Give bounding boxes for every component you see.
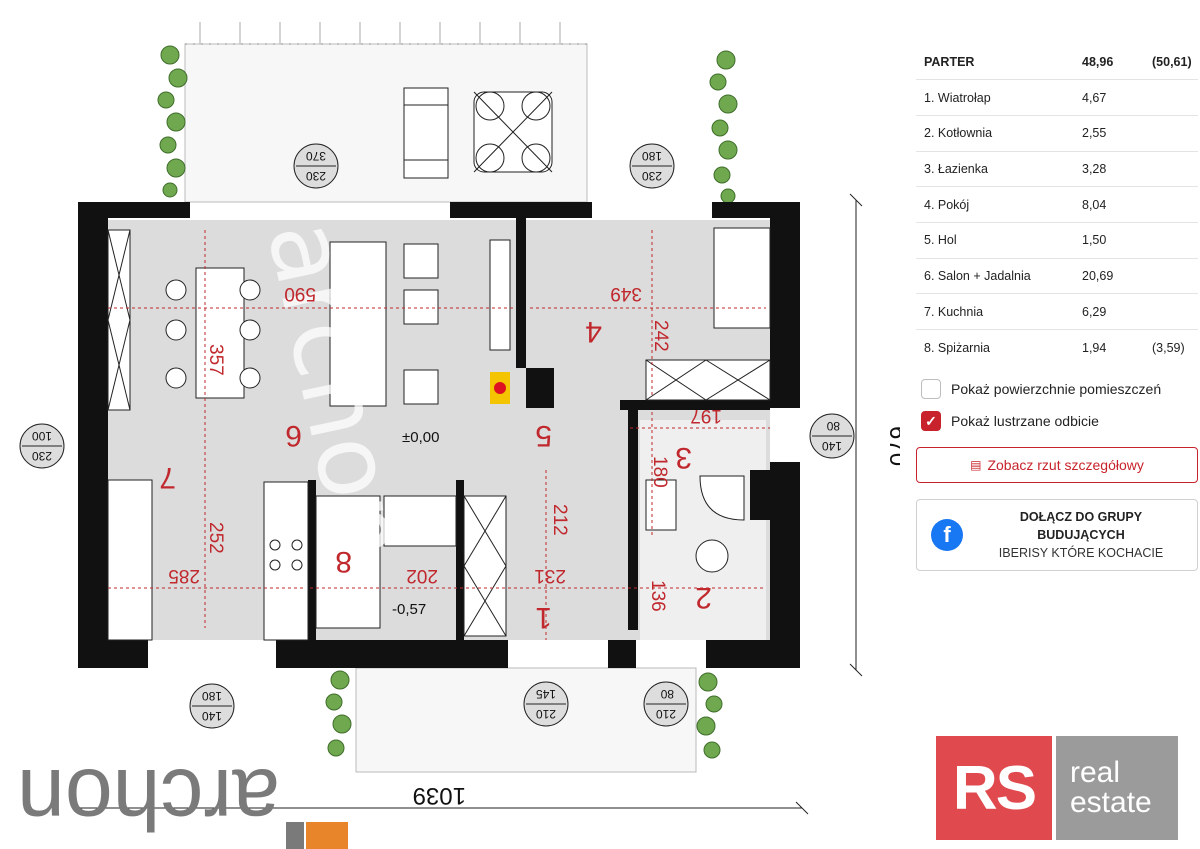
table-row: 3. Łazienka 3,28 bbox=[916, 151, 1198, 187]
mirror-label: Pokaż lustrzane odbicie bbox=[951, 413, 1099, 430]
mirror-checkbox[interactable]: ✓ bbox=[921, 411, 941, 432]
dim-197: 197 bbox=[690, 405, 722, 426]
rs-real-estate-logo: RS real estate bbox=[936, 736, 1178, 840]
rs-logo-text: real estate bbox=[1056, 736, 1178, 840]
terrace bbox=[184, 22, 588, 203]
svg-text:80: 80 bbox=[826, 419, 840, 433]
dim-180: 180 bbox=[649, 456, 670, 488]
room-4: 4 bbox=[585, 315, 602, 348]
overall-dimension-lines bbox=[73, 193, 863, 815]
dim-242: 242 bbox=[650, 320, 671, 352]
mirror-option[interactable]: ✓ Pokaż lustrzane odbicie bbox=[916, 411, 1198, 432]
check-icon: ✓ bbox=[925, 412, 937, 429]
walls bbox=[78, 202, 800, 668]
dim-590: 590 bbox=[284, 283, 316, 304]
svg-text:140: 140 bbox=[822, 439, 842, 453]
opening-tag-180-140: 180 140 bbox=[189, 683, 235, 729]
plan-icon: ▤ bbox=[970, 458, 982, 473]
svg-text:180: 180 bbox=[202, 689, 222, 703]
detailed-plan-label: Zobacz rzut szczegółowy bbox=[987, 457, 1144, 474]
show-areas-option[interactable]: Pokaż powierzchnie pomieszczeń bbox=[916, 379, 1198, 400]
entrance-terrace bbox=[355, 667, 697, 773]
table-row: 8. Spiżarnia 1,94 (3,59) bbox=[924, 340, 1185, 355]
svg-text:230: 230 bbox=[306, 169, 326, 183]
overall-width: 1039 bbox=[413, 782, 466, 809]
facebook-line-1: DOŁĄCZ DO GRUPY bbox=[1019, 510, 1143, 525]
room-8: 8 bbox=[335, 545, 352, 578]
opening-tag-145-210: 145 210 bbox=[523, 681, 569, 727]
svg-text:100: 100 bbox=[32, 429, 52, 443]
facebook-group-banner[interactable]: f DOŁĄCZ DO GRUPY BUDUJĄCYCH IBERISY KTÓ… bbox=[916, 499, 1198, 572]
svg-text:230: 230 bbox=[32, 449, 52, 463]
show-areas-label: Pokaż powierzchnie pomieszczeń bbox=[951, 381, 1162, 398]
room-area-table: PARTER 48,96 (50,61) 1. Wiatrołap 4,67 2… bbox=[916, 44, 1198, 365]
dim-202: 202 bbox=[406, 565, 438, 586]
svg-text:140: 140 bbox=[202, 709, 222, 723]
detailed-plan-button[interactable]: ▤ Zobacz rzut szczegółowy bbox=[916, 447, 1198, 484]
opening-tag-80-140: 80 140 bbox=[809, 413, 855, 459]
facebook-line-2: BUDUJĄCYCH bbox=[1037, 528, 1125, 543]
dim-357: 357 bbox=[205, 344, 226, 376]
room-7: 7 bbox=[159, 461, 176, 494]
archon-logo: archon bbox=[17, 751, 348, 849]
table-row: 2. Kotłownia 2,55 bbox=[916, 115, 1198, 152]
room-1: 1 bbox=[535, 601, 552, 634]
floor-plan: archon 1 2 3 4 5 6 7 8 590 349 242 357 1… bbox=[17, 22, 900, 849]
furniture bbox=[107, 227, 771, 641]
header-extra: (50,61) bbox=[1152, 54, 1192, 69]
header-name: PARTER bbox=[924, 54, 975, 69]
table-header: PARTER 48,96 (50,61) bbox=[916, 44, 1198, 80]
rs-logo-mark: RS bbox=[936, 736, 1052, 840]
plants bbox=[157, 45, 738, 759]
facebook-line-3: IBERISY KTÓRE KOCHACIE bbox=[998, 546, 1164, 561]
opening-tag-370-230: 370 230 bbox=[293, 143, 339, 189]
dim-212: 212 bbox=[549, 504, 570, 536]
svg-text:180: 180 bbox=[642, 149, 662, 163]
svg-text:230: 230 bbox=[642, 169, 662, 183]
table-row: 7. Kuchnia 6,29 bbox=[916, 294, 1198, 330]
dim-252: 252 bbox=[205, 522, 226, 554]
dim-349: 349 bbox=[610, 283, 642, 304]
dim-136: 136 bbox=[647, 580, 668, 612]
dim-231: 231 bbox=[534, 565, 566, 586]
room-3: 3 bbox=[675, 441, 692, 474]
room-5: 5 bbox=[535, 419, 552, 452]
svg-text:370: 370 bbox=[306, 149, 326, 163]
svg-text:210: 210 bbox=[656, 707, 676, 721]
svg-text:145: 145 bbox=[536, 687, 556, 701]
dim-285: 285 bbox=[168, 565, 200, 586]
level-stairs: -0,57 bbox=[392, 601, 426, 618]
room-panel: PARTER 48,96 (50,61) 1. Wiatrołap 4,67 2… bbox=[916, 44, 1198, 572]
svg-text:210: 210 bbox=[536, 707, 556, 721]
table-row: 5. Hol 1,50 bbox=[916, 222, 1198, 259]
svg-text:80: 80 bbox=[660, 687, 674, 701]
opening-tag-180-230: 180 230 bbox=[629, 143, 675, 189]
rs-logo-real: real bbox=[1070, 756, 1121, 789]
header-area: 48,96 bbox=[1082, 54, 1114, 69]
overall-height: 670 bbox=[884, 426, 900, 466]
rs-logo-estate: estate bbox=[1070, 786, 1152, 819]
table-row: 6. Salon + Jadalnia 20,69 bbox=[916, 258, 1198, 294]
room-6: 6 bbox=[285, 419, 302, 452]
table-row: 4. Pokój 8,04 bbox=[916, 187, 1198, 223]
show-areas-checkbox[interactable] bbox=[921, 379, 941, 400]
svg-text:archon: archon bbox=[17, 751, 280, 847]
table-row: 1. Wiatrołap 4,67 bbox=[916, 80, 1198, 116]
opening-tag-100-230: 100 230 bbox=[19, 423, 65, 469]
facebook-icon: f bbox=[931, 519, 963, 552]
opening-tag-80-210: 80 210 bbox=[643, 681, 689, 727]
room-2: 2 bbox=[695, 581, 712, 614]
facebook-banner-text: DOŁĄCZ DO GRUPY BUDUJĄCYCH IBERISY KTÓRE… bbox=[981, 508, 1181, 562]
level-main: ±0,00 bbox=[402, 429, 439, 446]
